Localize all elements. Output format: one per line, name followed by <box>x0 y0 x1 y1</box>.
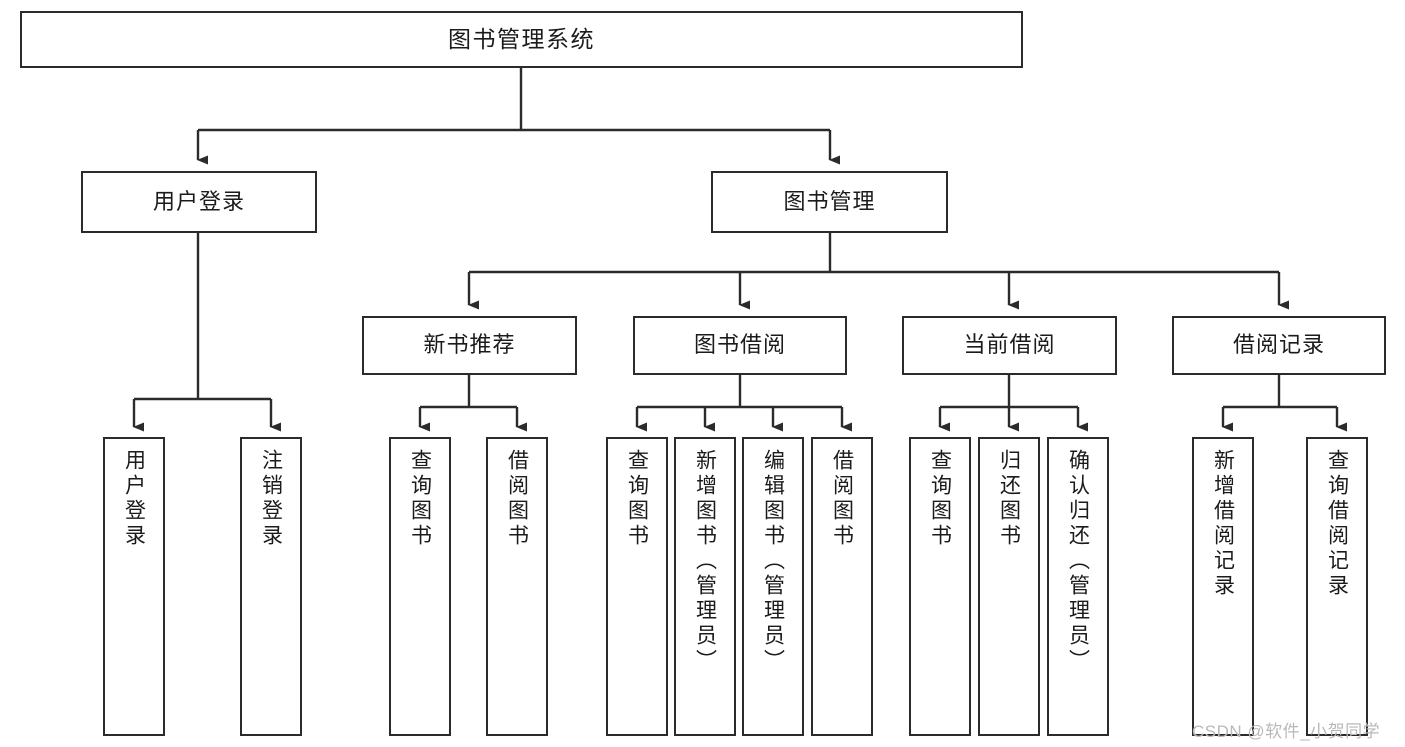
node-label: 当前借阅 <box>963 332 1056 358</box>
node-leaf-borrow-book-new-rec[interactable]: 借阅图书 <box>486 437 548 736</box>
node-label: 查询图书 <box>625 449 649 549</box>
node-book-management[interactable]: 图书管理 <box>711 171 948 233</box>
node-new-book-recommendation[interactable]: 新书推荐 <box>362 316 577 375</box>
node-label: 借阅图书 <box>505 449 529 549</box>
node-leaf-query-book-current[interactable]: 查询图书 <box>909 437 971 736</box>
node-label: 借阅图书 <box>830 449 854 549</box>
node-root-book-management-system[interactable]: 图书管理系统 <box>20 11 1023 68</box>
node-user-login[interactable]: 用户登录 <box>81 171 317 233</box>
node-leaf-query-book-new-rec[interactable]: 查询图书 <box>389 437 451 736</box>
node-label: 用户登录 <box>152 188 245 214</box>
node-leaf-add-book-admin[interactable]: 新增图书（管理员） <box>674 437 736 736</box>
node-leaf-edit-book-admin[interactable]: 编辑图书（管理员） <box>742 437 804 736</box>
node-book-borrow[interactable]: 图书借阅 <box>633 316 847 375</box>
node-leaf-confirm-return-admin[interactable]: 确认归还（管理员） <box>1047 437 1109 736</box>
node-label: 归还图书 <box>997 449 1021 549</box>
node-leaf-user-login[interactable]: 用户登录 <box>103 437 165 736</box>
node-leaf-borrow-book[interactable]: 借阅图书 <box>811 437 873 736</box>
node-label: 编辑图书（管理员） <box>761 449 785 674</box>
node-leaf-logout[interactable]: 注销登录 <box>240 437 302 736</box>
node-label: 查询图书 <box>408 449 432 549</box>
node-leaf-return-book[interactable]: 归还图书 <box>978 437 1040 736</box>
node-label: 确认归还（管理员） <box>1066 449 1090 674</box>
node-label: 注销登录 <box>259 449 283 549</box>
node-label: 图书管理 <box>783 188 876 214</box>
node-label: 图书管理系统 <box>448 25 595 52</box>
node-borrow-record[interactable]: 借阅记录 <box>1172 316 1386 375</box>
node-label: 借阅记录 <box>1232 332 1325 358</box>
node-leaf-add-borrow-record[interactable]: 新增借阅记录 <box>1192 437 1254 736</box>
node-label: 查询图书 <box>928 449 952 549</box>
node-label: 图书借阅 <box>693 332 786 358</box>
node-current-borrow[interactable]: 当前借阅 <box>902 316 1117 375</box>
node-leaf-query-borrow-record[interactable]: 查询借阅记录 <box>1306 437 1368 736</box>
watermark-csdn: CSDN @软件_小贺同学 <box>1192 722 1381 741</box>
node-label: 新增借阅记录 <box>1211 449 1235 599</box>
node-label: 用户登录 <box>122 449 146 549</box>
node-label: 新增图书（管理员） <box>693 449 717 674</box>
node-label: 查询借阅记录 <box>1325 449 1349 599</box>
node-label: 新书推荐 <box>423 332 516 358</box>
node-leaf-query-book-borrow[interactable]: 查询图书 <box>606 437 668 736</box>
